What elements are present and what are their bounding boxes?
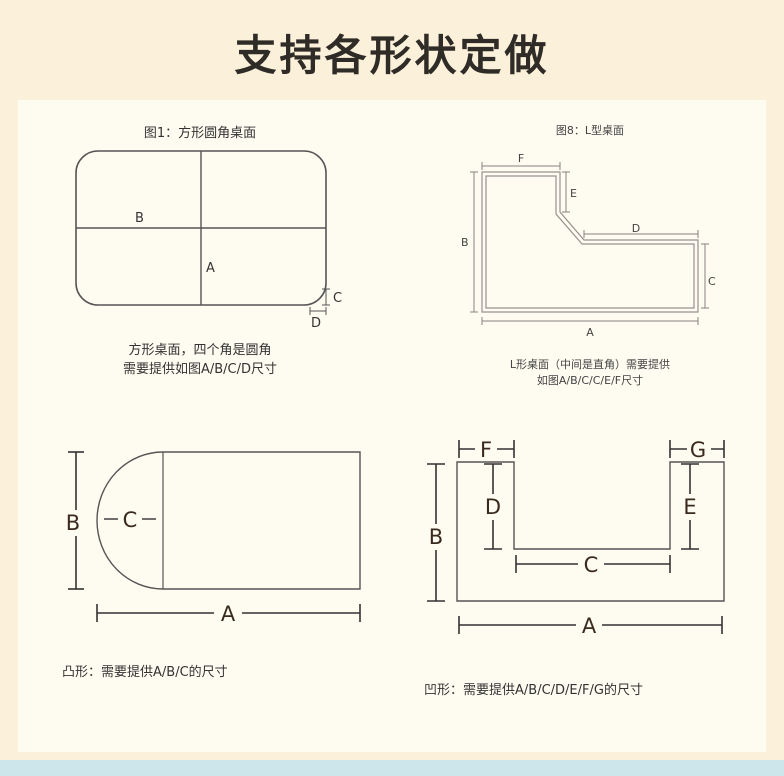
- fig-rect-caption-2: 需要提供如图A/B/C/D尺寸: [123, 361, 277, 377]
- fig-rect-label-c: C: [333, 291, 342, 306]
- fig-concave-label-d: D: [485, 495, 501, 519]
- fig-l-label-e: E: [570, 187, 577, 200]
- fig-concave-label-g: G: [690, 438, 706, 462]
- fig-convex-label-b: B: [66, 511, 80, 535]
- fig-convex-caption: 凸形：需要提供A/B/C的尺寸: [62, 664, 228, 680]
- fig-rect-label-a: A: [206, 261, 215, 276]
- fig-concave-caption: 凹形：需要提供A/B/C/D/E/F/G的尺寸: [424, 682, 643, 698]
- fig-rect-label-d: D: [311, 316, 321, 331]
- fig-convex-shape: C B A 凸形：需要提供A/B/C的尺寸: [62, 451, 361, 680]
- fig-concave-label-e: E: [683, 495, 696, 519]
- fig-l-label-b: B: [461, 236, 469, 249]
- page-title: 支持各形状定做: [234, 31, 550, 80]
- fig-convex-label-c: C: [123, 508, 138, 532]
- fig-rounded-rect: 图1：方形圆角桌面 B A C D 方形桌面，四个角是圆角 需要提供如图A/B/…: [75, 125, 342, 377]
- fig-concave-label-a: A: [582, 614, 597, 638]
- fig-rect-caption-1: 方形桌面，四个角是圆角: [128, 342, 271, 358]
- fig-rect-label-b: B: [135, 211, 144, 226]
- fig-convex-outline: [96, 451, 361, 590]
- fig-concave-label-c: C: [584, 553, 599, 577]
- content-panel: [18, 100, 766, 752]
- fig-l-caption-1: L形桌面（中间是直角）需要提供: [510, 357, 670, 371]
- fig-concave-label-b: B: [429, 525, 443, 549]
- fig-l-outline-outer: [481, 171, 699, 313]
- fig-l-label-f: F: [518, 152, 524, 165]
- bottom-band: [0, 760, 784, 776]
- fig-l-label-a: A: [586, 326, 594, 339]
- fig-concave-shape: F G D E C B A 凹形：需要提供A: [424, 437, 725, 698]
- fig-l-caption-2: 如图A/B/C/C/E/F尺寸: [537, 373, 643, 387]
- fig-l-outline-inner: [485, 175, 695, 309]
- fig-convex-label-a: A: [221, 602, 236, 626]
- fig-l-shape: 图8：L型桌面 F E D C B A L形桌面（中间是直角）需要提供: [461, 123, 716, 387]
- fig-l-label-c: C: [708, 275, 716, 288]
- fig-concave-outline: [456, 461, 725, 602]
- fig-rect-title: 图1：方形圆角桌面: [144, 125, 256, 141]
- fig-l-label-d: D: [632, 222, 640, 235]
- fig-l-title: 图8：L型桌面: [556, 123, 624, 137]
- fig-concave-label-f: F: [480, 438, 492, 462]
